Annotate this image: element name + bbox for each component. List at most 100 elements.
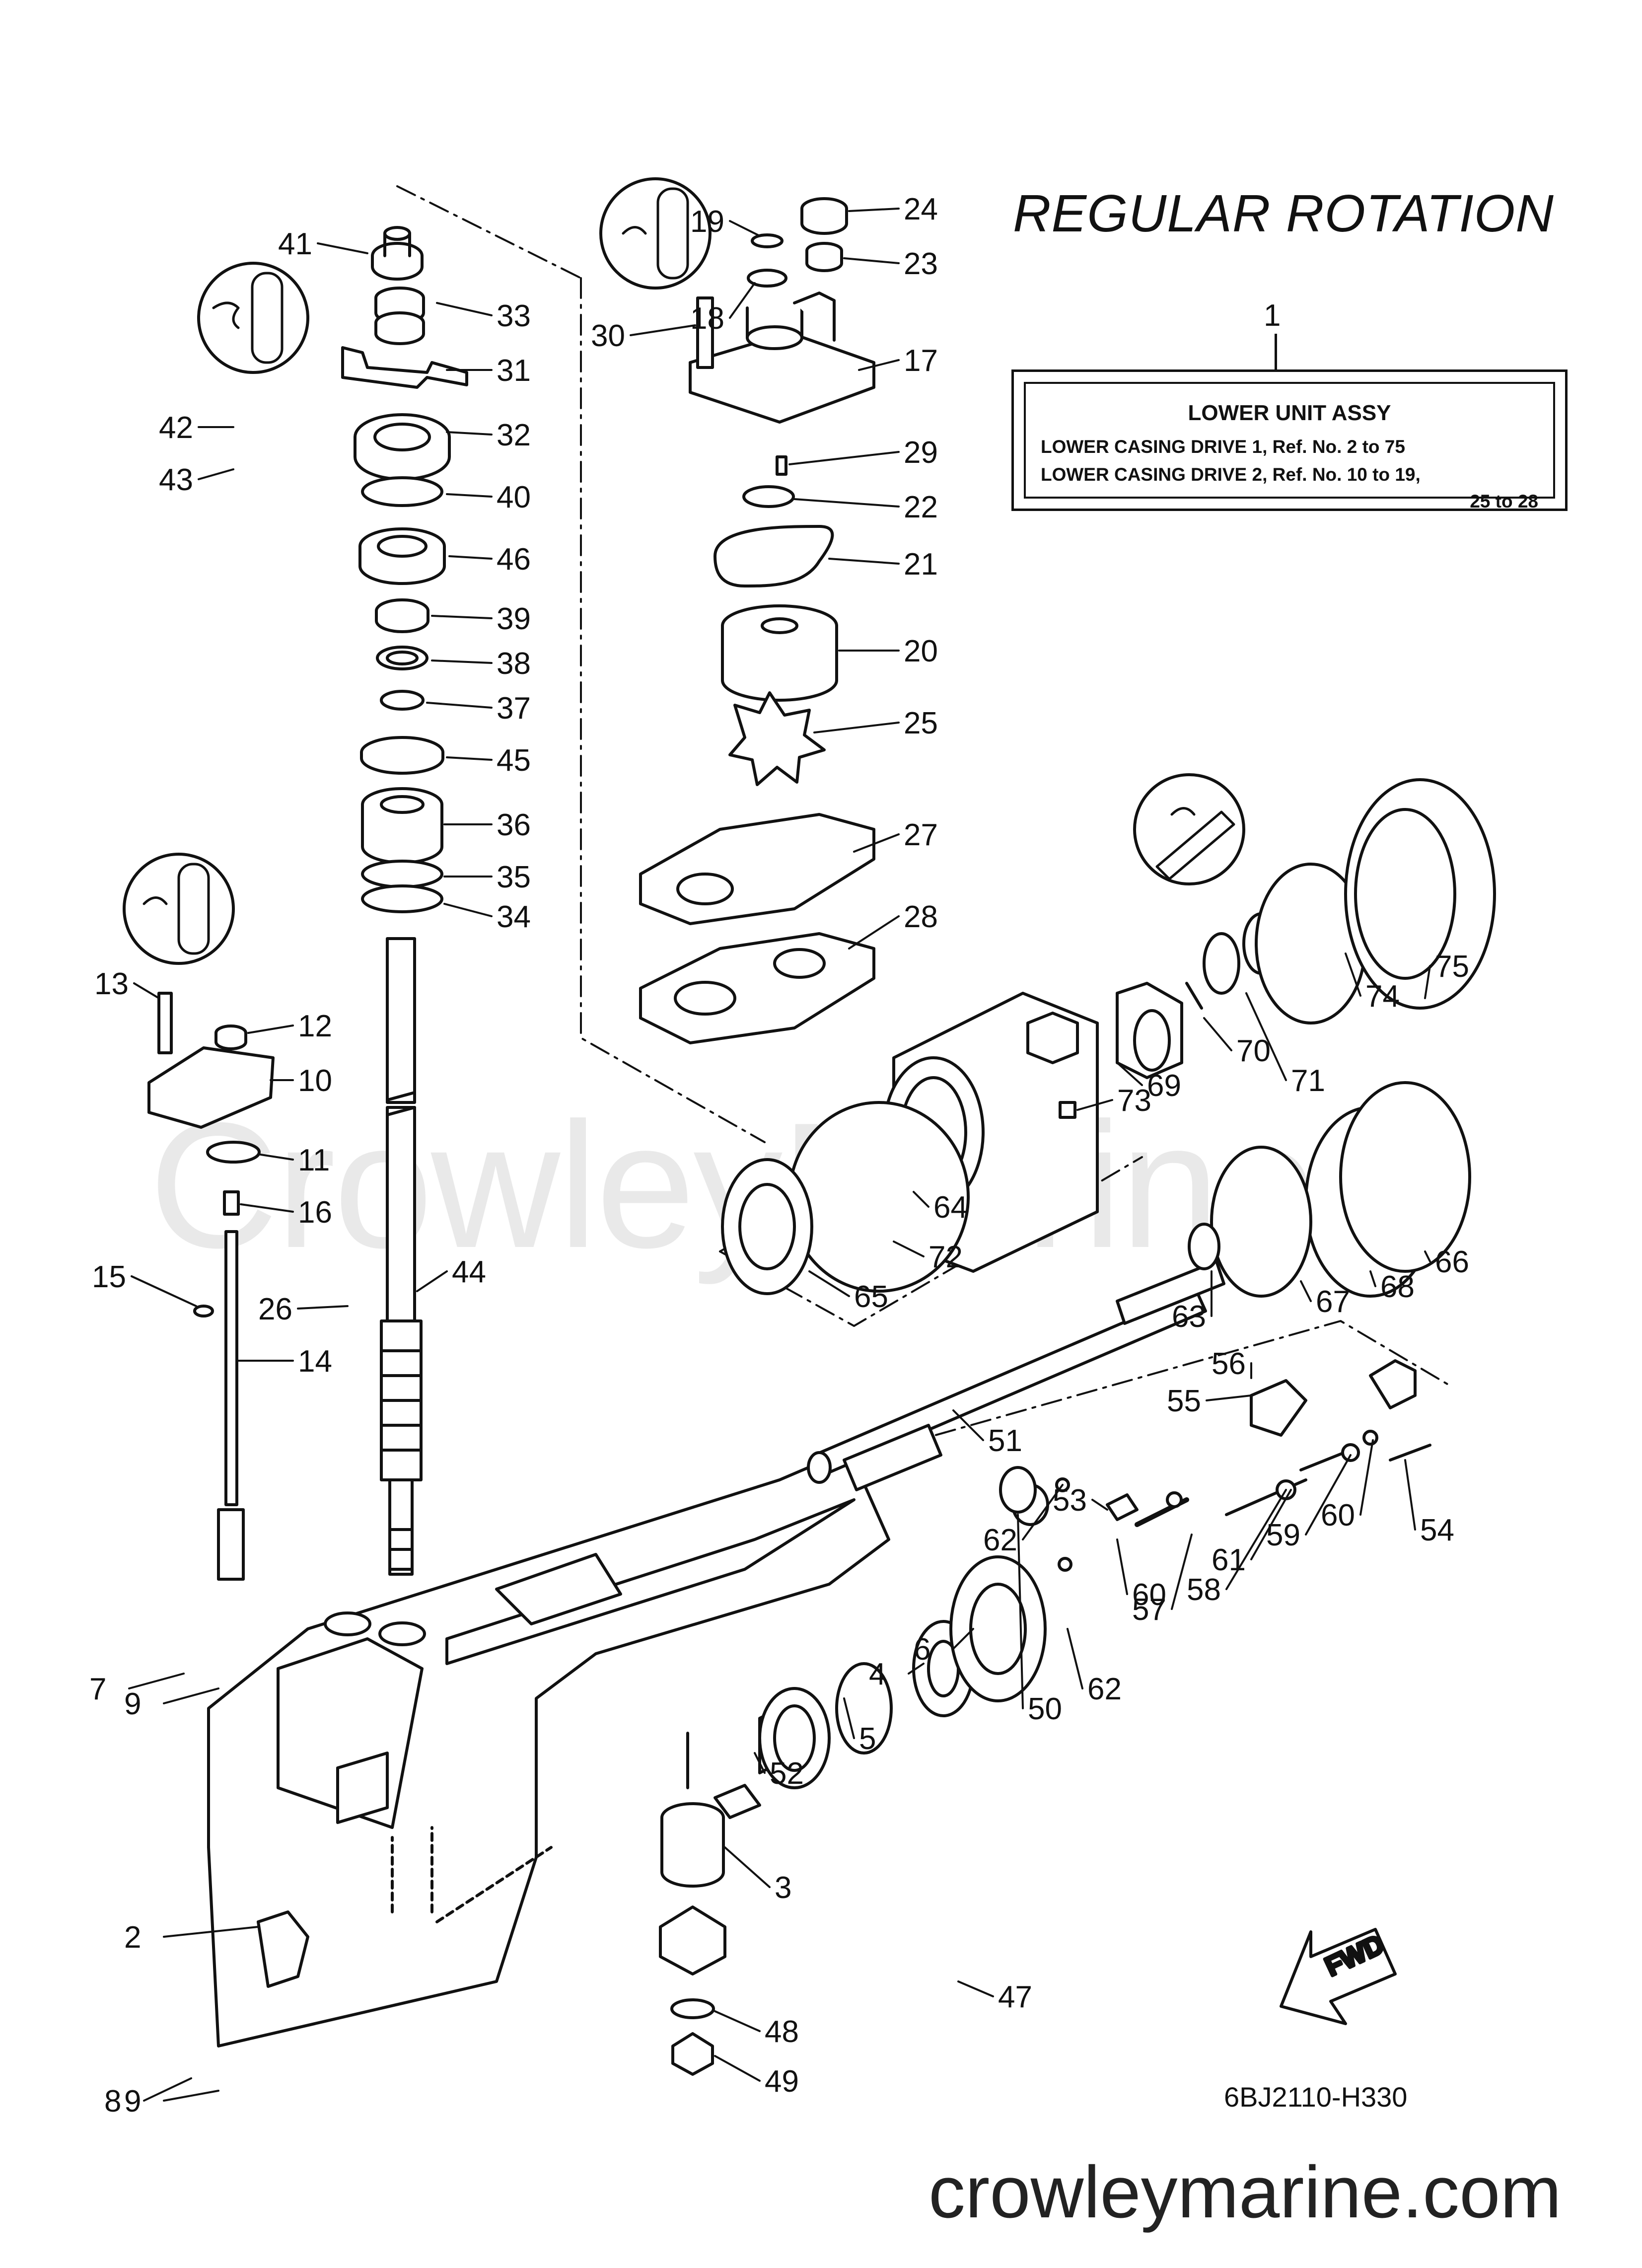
leader-line-65 bbox=[808, 1270, 850, 1297]
leader-line-50 bbox=[1017, 1514, 1024, 1709]
leader-line-6 bbox=[952, 1628, 974, 1650]
callout-46: 46 bbox=[497, 542, 531, 577]
callout-45: 45 bbox=[497, 743, 531, 778]
callout-39: 39 bbox=[497, 602, 531, 636]
drive-shaft-stack bbox=[341, 226, 468, 1576]
leader-line-34 bbox=[443, 903, 493, 917]
leader-line-29 bbox=[788, 451, 900, 465]
callout-60: 60 bbox=[1321, 1498, 1355, 1533]
leader-line-37 bbox=[426, 702, 493, 709]
callout-72: 72 bbox=[928, 1240, 963, 1274]
leader-line-57 bbox=[1171, 1534, 1193, 1610]
assembly-info-box: LOWER UNIT ASSY LOWER CASING DRIVE 1, Re… bbox=[1011, 369, 1568, 512]
leader-line-18 bbox=[729, 282, 756, 319]
callout-18: 18 bbox=[690, 301, 724, 336]
callout-6: 6 bbox=[914, 1632, 930, 1667]
leader-line-9 bbox=[163, 1687, 219, 1704]
leader-line-60 bbox=[1116, 1538, 1128, 1595]
lower-casing bbox=[207, 1449, 890, 2048]
leader-line-62 bbox=[1067, 1628, 1083, 1689]
callout-61: 61 bbox=[1212, 1543, 1246, 1577]
callout-14: 14 bbox=[298, 1344, 332, 1379]
callout-22: 22 bbox=[904, 490, 938, 524]
reverse-gear-housing bbox=[721, 778, 1496, 1298]
leader-line-2 bbox=[163, 1926, 259, 1938]
callout-56: 56 bbox=[1212, 1347, 1246, 1381]
leader-line-44 bbox=[416, 1270, 448, 1292]
callout-52: 52 bbox=[770, 1756, 804, 1791]
callout-23: 23 bbox=[904, 247, 938, 281]
callout-15: 15 bbox=[92, 1260, 126, 1294]
callout-13: 13 bbox=[94, 967, 129, 1001]
callout-63: 63 bbox=[1172, 1300, 1206, 1334]
leader-line-67 bbox=[1300, 1280, 1312, 1302]
callout-38: 38 bbox=[497, 647, 531, 681]
callout-35: 35 bbox=[497, 860, 531, 894]
callout-59: 59 bbox=[1266, 1518, 1300, 1552]
callout-70: 70 bbox=[1236, 1034, 1271, 1068]
callout-4: 4 bbox=[869, 1657, 886, 1691]
callout-32: 32 bbox=[497, 418, 531, 452]
leader-line-68 bbox=[1369, 1270, 1376, 1287]
callout-31: 31 bbox=[497, 354, 531, 388]
leader-line-17 bbox=[858, 359, 900, 371]
leader-line-46 bbox=[448, 555, 493, 560]
site-watermark: crowleymarine.com bbox=[928, 2151, 1562, 2233]
leader-line-72 bbox=[893, 1241, 925, 1257]
callout-11: 11 bbox=[298, 1143, 330, 1177]
shift-rod-group bbox=[147, 992, 275, 1581]
callout-62: 62 bbox=[1087, 1672, 1122, 1706]
leader-line-61 bbox=[1250, 1489, 1292, 1560]
leader-line-64 bbox=[913, 1191, 929, 1208]
leader-line-43 bbox=[198, 468, 234, 480]
leader-line-12 bbox=[247, 1024, 294, 1034]
leader-line-62 bbox=[1022, 1484, 1064, 1540]
leader-line-38 bbox=[431, 659, 493, 664]
leader-line-13 bbox=[133, 982, 160, 999]
callout-26: 26 bbox=[258, 1292, 292, 1326]
callout-24: 24 bbox=[904, 192, 938, 226]
callout-49: 49 bbox=[765, 2064, 799, 2099]
callout-30: 30 bbox=[591, 319, 625, 353]
diagram-title: REGULAR ROTATION bbox=[1013, 184, 1554, 243]
callout-2: 2 bbox=[124, 1920, 141, 1955]
leader-line-45 bbox=[446, 756, 493, 761]
callout-44: 44 bbox=[452, 1255, 486, 1289]
callout-48: 48 bbox=[765, 2015, 799, 2049]
leader-line-75 bbox=[1424, 965, 1431, 999]
callout-40: 40 bbox=[497, 480, 531, 514]
assembly-line-1: LOWER CASING DRIVE 1, Ref. No. 2 to 75 bbox=[1041, 437, 1405, 457]
leader-line-16 bbox=[240, 1203, 294, 1213]
leader-line-26 bbox=[297, 1305, 349, 1310]
leader-line-27 bbox=[853, 833, 900, 853]
leader-line-15 bbox=[131, 1275, 197, 1307]
propeller-shaft-group bbox=[807, 1260, 1431, 1572]
leader-line-69 bbox=[1116, 1062, 1143, 1086]
assembly-info-inner: LOWER UNIT ASSY LOWER CASING DRIVE 1, Re… bbox=[1024, 382, 1555, 512]
leader-line-33 bbox=[436, 302, 493, 316]
leader-line-54 bbox=[1404, 1459, 1416, 1531]
leader-line-53 bbox=[1091, 1499, 1108, 1511]
callout-50: 50 bbox=[1028, 1692, 1062, 1726]
callout-21: 21 bbox=[904, 547, 938, 582]
callout-29: 29 bbox=[904, 436, 938, 470]
callout-43: 43 bbox=[159, 463, 193, 497]
leader-line-52 bbox=[754, 1752, 766, 1774]
callout-65: 65 bbox=[854, 1280, 888, 1314]
callout-53: 53 bbox=[1053, 1483, 1087, 1518]
callout-57: 57 bbox=[1132, 1593, 1166, 1627]
leader-line-25 bbox=[813, 722, 900, 733]
leader-line-32 bbox=[446, 431, 493, 436]
leader-lines bbox=[128, 208, 1431, 2102]
callout-58: 58 bbox=[1187, 1573, 1221, 1607]
assembly-ref-number: 1 bbox=[1264, 298, 1281, 333]
callout-47: 47 bbox=[998, 1980, 1032, 2014]
callout-60: 60 bbox=[1132, 1578, 1166, 1612]
callout-41: 41 bbox=[278, 227, 312, 261]
leader-line-21 bbox=[828, 558, 900, 565]
leader-line-24 bbox=[848, 208, 900, 212]
assembly-line-3: 25 to 28 bbox=[1470, 491, 1538, 512]
callout-9: 9 bbox=[124, 1687, 141, 1721]
leader-line-48 bbox=[714, 2010, 761, 2032]
